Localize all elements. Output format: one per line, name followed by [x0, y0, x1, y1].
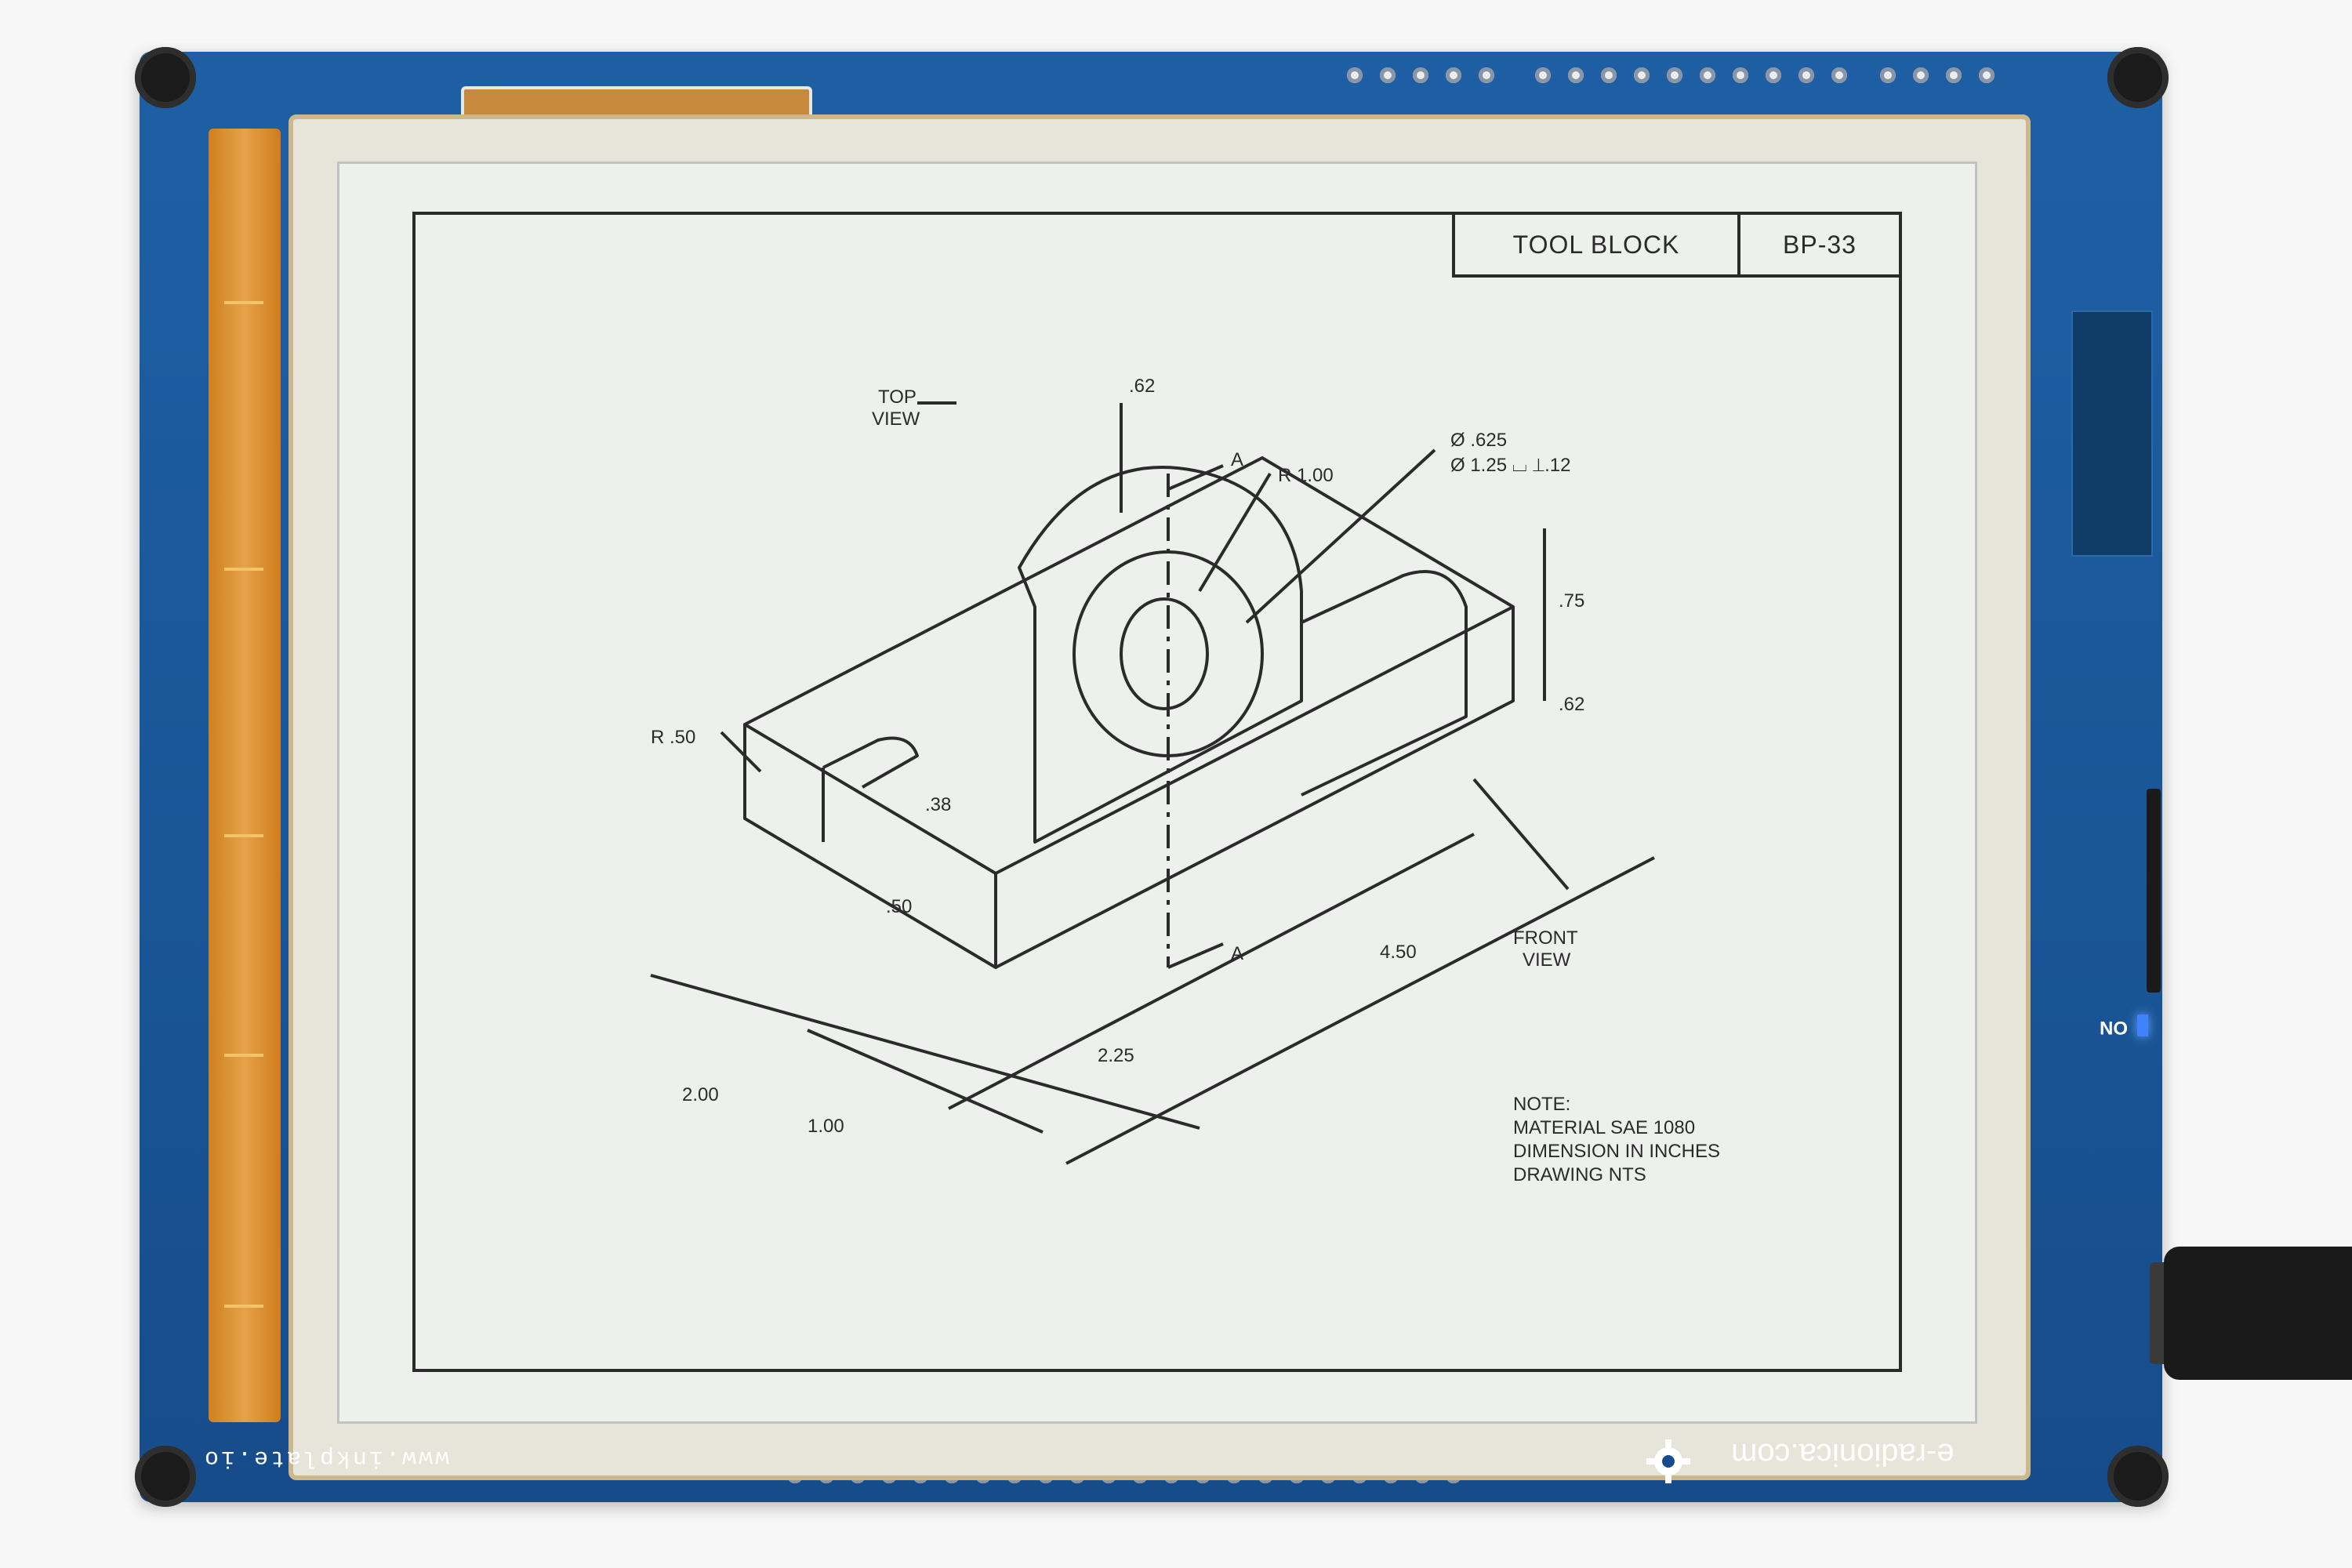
chip	[2071, 310, 2153, 557]
base-top-face	[743, 456, 1515, 875]
dim-62-top: .62	[1129, 376, 1155, 397]
note-line: DRAWING NTS	[1513, 1164, 1646, 1185]
drawing-notes: NOTE: MATERIAL SAE 1080 DIMENSION IN INC…	[1513, 1093, 1720, 1187]
header-pin	[1601, 67, 1617, 83]
upright-outer	[1018, 466, 1303, 844]
title-block-name: TOOL BLOCK	[1455, 215, 1740, 274]
hole-diameter: Ø .625	[1450, 430, 1507, 451]
power-label: ON	[2100, 1017, 2128, 1038]
header-pin	[1831, 67, 1847, 83]
note-line: DIMENSION IN INCHES	[1513, 1141, 1721, 1162]
header-pin	[1634, 67, 1650, 83]
usb-cable	[2164, 1247, 2352, 1380]
display-flex-cable-left	[209, 129, 281, 1422]
bore-inner	[1120, 597, 1209, 710]
slot	[822, 736, 919, 789]
header-pin	[1733, 67, 1748, 83]
title-block: TOOL BLOCK BP-33	[1452, 212, 1902, 278]
header-pin	[1798, 67, 1814, 83]
header-pin	[1568, 67, 1584, 83]
side-connector	[2147, 789, 2161, 993]
radius-50: R .50	[651, 727, 695, 748]
right-step	[1301, 570, 1468, 797]
note-line: NOTE:	[1513, 1094, 1571, 1115]
gear-logo-icon	[1646, 1439, 1690, 1483]
eink-screen: TOOL BLOCK BP-33	[337, 162, 1977, 1424]
mount-hole-top-right	[2107, 47, 2169, 108]
url-silkscreen: www.inkplate.io	[202, 1444, 450, 1471]
dim-450: 4.50	[1380, 942, 1417, 963]
mount-hole-bottom-right	[2107, 1446, 2169, 1507]
dim-75: .75	[1559, 590, 1584, 612]
radius-1: R 1.00	[1278, 465, 1334, 486]
dim-225: 2.25	[1098, 1045, 1134, 1066]
dim-38: .38	[925, 794, 951, 815]
header-pin	[1766, 67, 1781, 83]
title-block-number: BP-33	[1783, 230, 1857, 259]
header-pin	[1479, 67, 1494, 83]
section-a-top: A	[1231, 449, 1243, 470]
header-pin	[1880, 67, 1896, 83]
mount-hole-top-left	[135, 47, 196, 108]
dim-200: 2.00	[682, 1084, 719, 1105]
header-pin	[1413, 67, 1428, 83]
dim-50: .50	[886, 896, 912, 917]
counterbore: Ø 1.25 ⌴ ⊥.12	[1450, 455, 1571, 476]
label-front-view-1: FRONT	[1513, 927, 1578, 949]
brand-silkscreen: e-radionica.com	[1731, 1437, 1955, 1472]
header-pin	[1535, 67, 1551, 83]
dim-100: 1.00	[808, 1116, 844, 1137]
power-led	[2137, 1014, 2148, 1036]
note-line: MATERIAL SAE 1080	[1513, 1117, 1696, 1138]
header-pin	[1667, 67, 1682, 83]
drawing-frame: TOOL BLOCK BP-33	[412, 212, 1902, 1372]
header-pin	[1913, 67, 1929, 83]
dim-62-side: .62	[1559, 694, 1584, 715]
pcb-board: TOOL BLOCK BP-33	[135, 47, 2169, 1507]
label-top-view-1: TOP	[878, 387, 916, 408]
base-front-face	[743, 724, 997, 969]
header-pin	[1946, 67, 1962, 83]
header-pin	[1446, 67, 1461, 83]
label-top-view-2: VIEW	[872, 408, 920, 430]
header-pin	[1700, 67, 1715, 83]
mount-hole-bottom-left	[135, 1446, 196, 1507]
section-a-bottom: A	[1231, 943, 1243, 964]
isometric-drawing: TOP VIEW .62 R 1.00 Ø .625 Ø 1.25 ⌴ ⊥.12…	[650, 376, 1655, 1165]
header-pin	[1380, 67, 1396, 83]
label-front-view-2: VIEW	[1523, 949, 1571, 971]
header-pin	[1979, 67, 1994, 83]
header-pin	[1347, 67, 1363, 83]
